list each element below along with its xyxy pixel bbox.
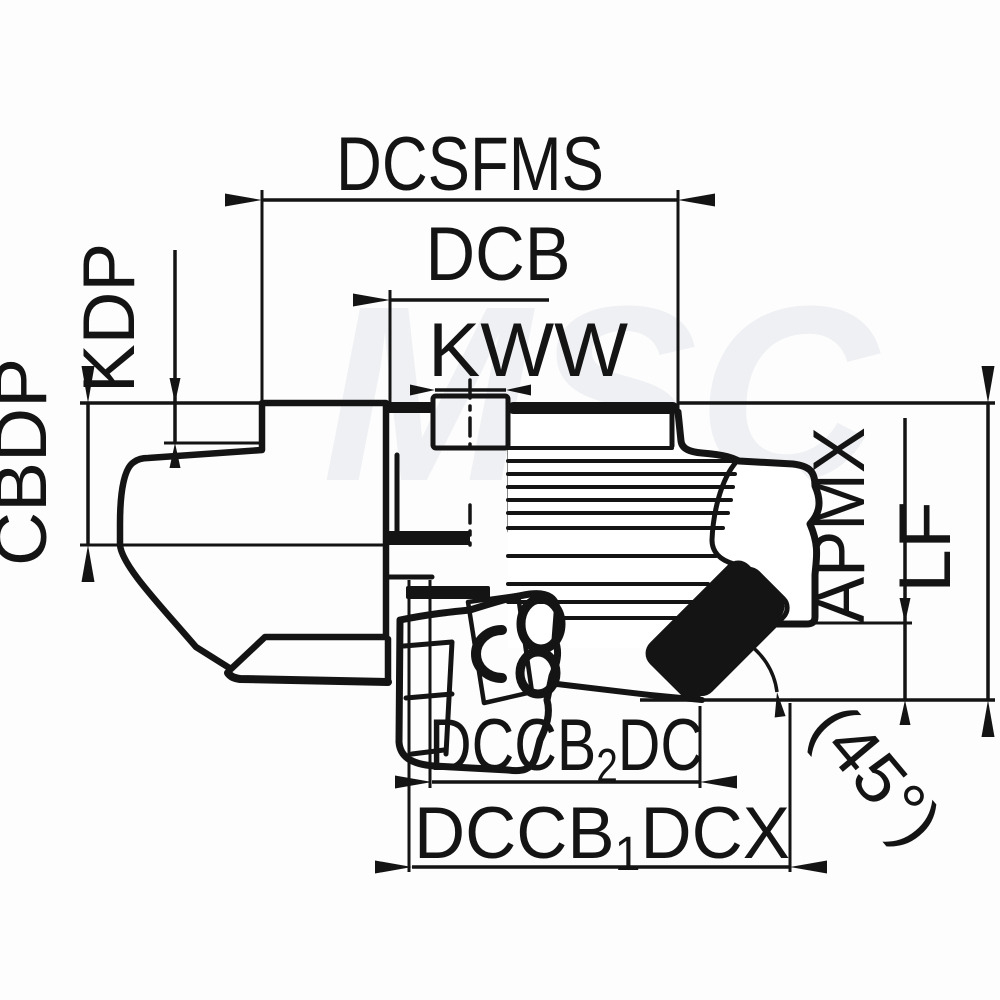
top-face-band-right — [508, 402, 678, 414]
label-dccb2-pre: DCCB — [429, 705, 596, 786]
label-kww: KWW — [428, 308, 628, 393]
surface-lines — [506, 446, 739, 620]
clamp-screw-ring-lower — [515, 647, 561, 699]
label-dccb2-sub: 2 — [596, 740, 618, 793]
label-dcsfms: DCSFMS — [336, 122, 604, 207]
left-body-bottom-edge — [224, 669, 392, 686]
dim-angle-arc — [719, 623, 786, 718]
left-body-section — [116, 399, 390, 673]
counterbore-band — [386, 531, 470, 545]
label-lf: LF — [885, 501, 966, 593]
label-dccb1-post: DCX — [641, 793, 790, 874]
cutter-body — [116, 378, 823, 775]
cartridge-slot-band — [406, 586, 490, 599]
body-right-contour — [674, 408, 823, 628]
label-dccb2-post: DC — [618, 705, 703, 786]
label-cbdp: CBDP — [0, 358, 62, 566]
right-insert-seat — [645, 560, 785, 700]
label-dccb1-dcx: DCCB1DCX — [414, 793, 790, 881]
pocket-edge — [709, 458, 740, 567]
label-dcb: DCB — [426, 212, 571, 297]
label-kdp: KDP — [69, 243, 150, 393]
label-dccb1-sub: 1 — [615, 828, 641, 881]
label-45-degrees: (45°) — [796, 689, 957, 860]
label-dccb2-dc: DCCB2DC — [429, 705, 703, 793]
label-apmx: APMX — [799, 427, 880, 623]
top-face-band-left — [386, 402, 433, 413]
dimension-labels: DCSFMS DCB KWW KDP CBDP APMX LF DCCB2DC … — [0, 122, 966, 881]
clamp-arc — [471, 625, 507, 683]
dimension-lines — [80, 190, 995, 874]
label-dccb1-pre: DCCB — [414, 793, 615, 874]
